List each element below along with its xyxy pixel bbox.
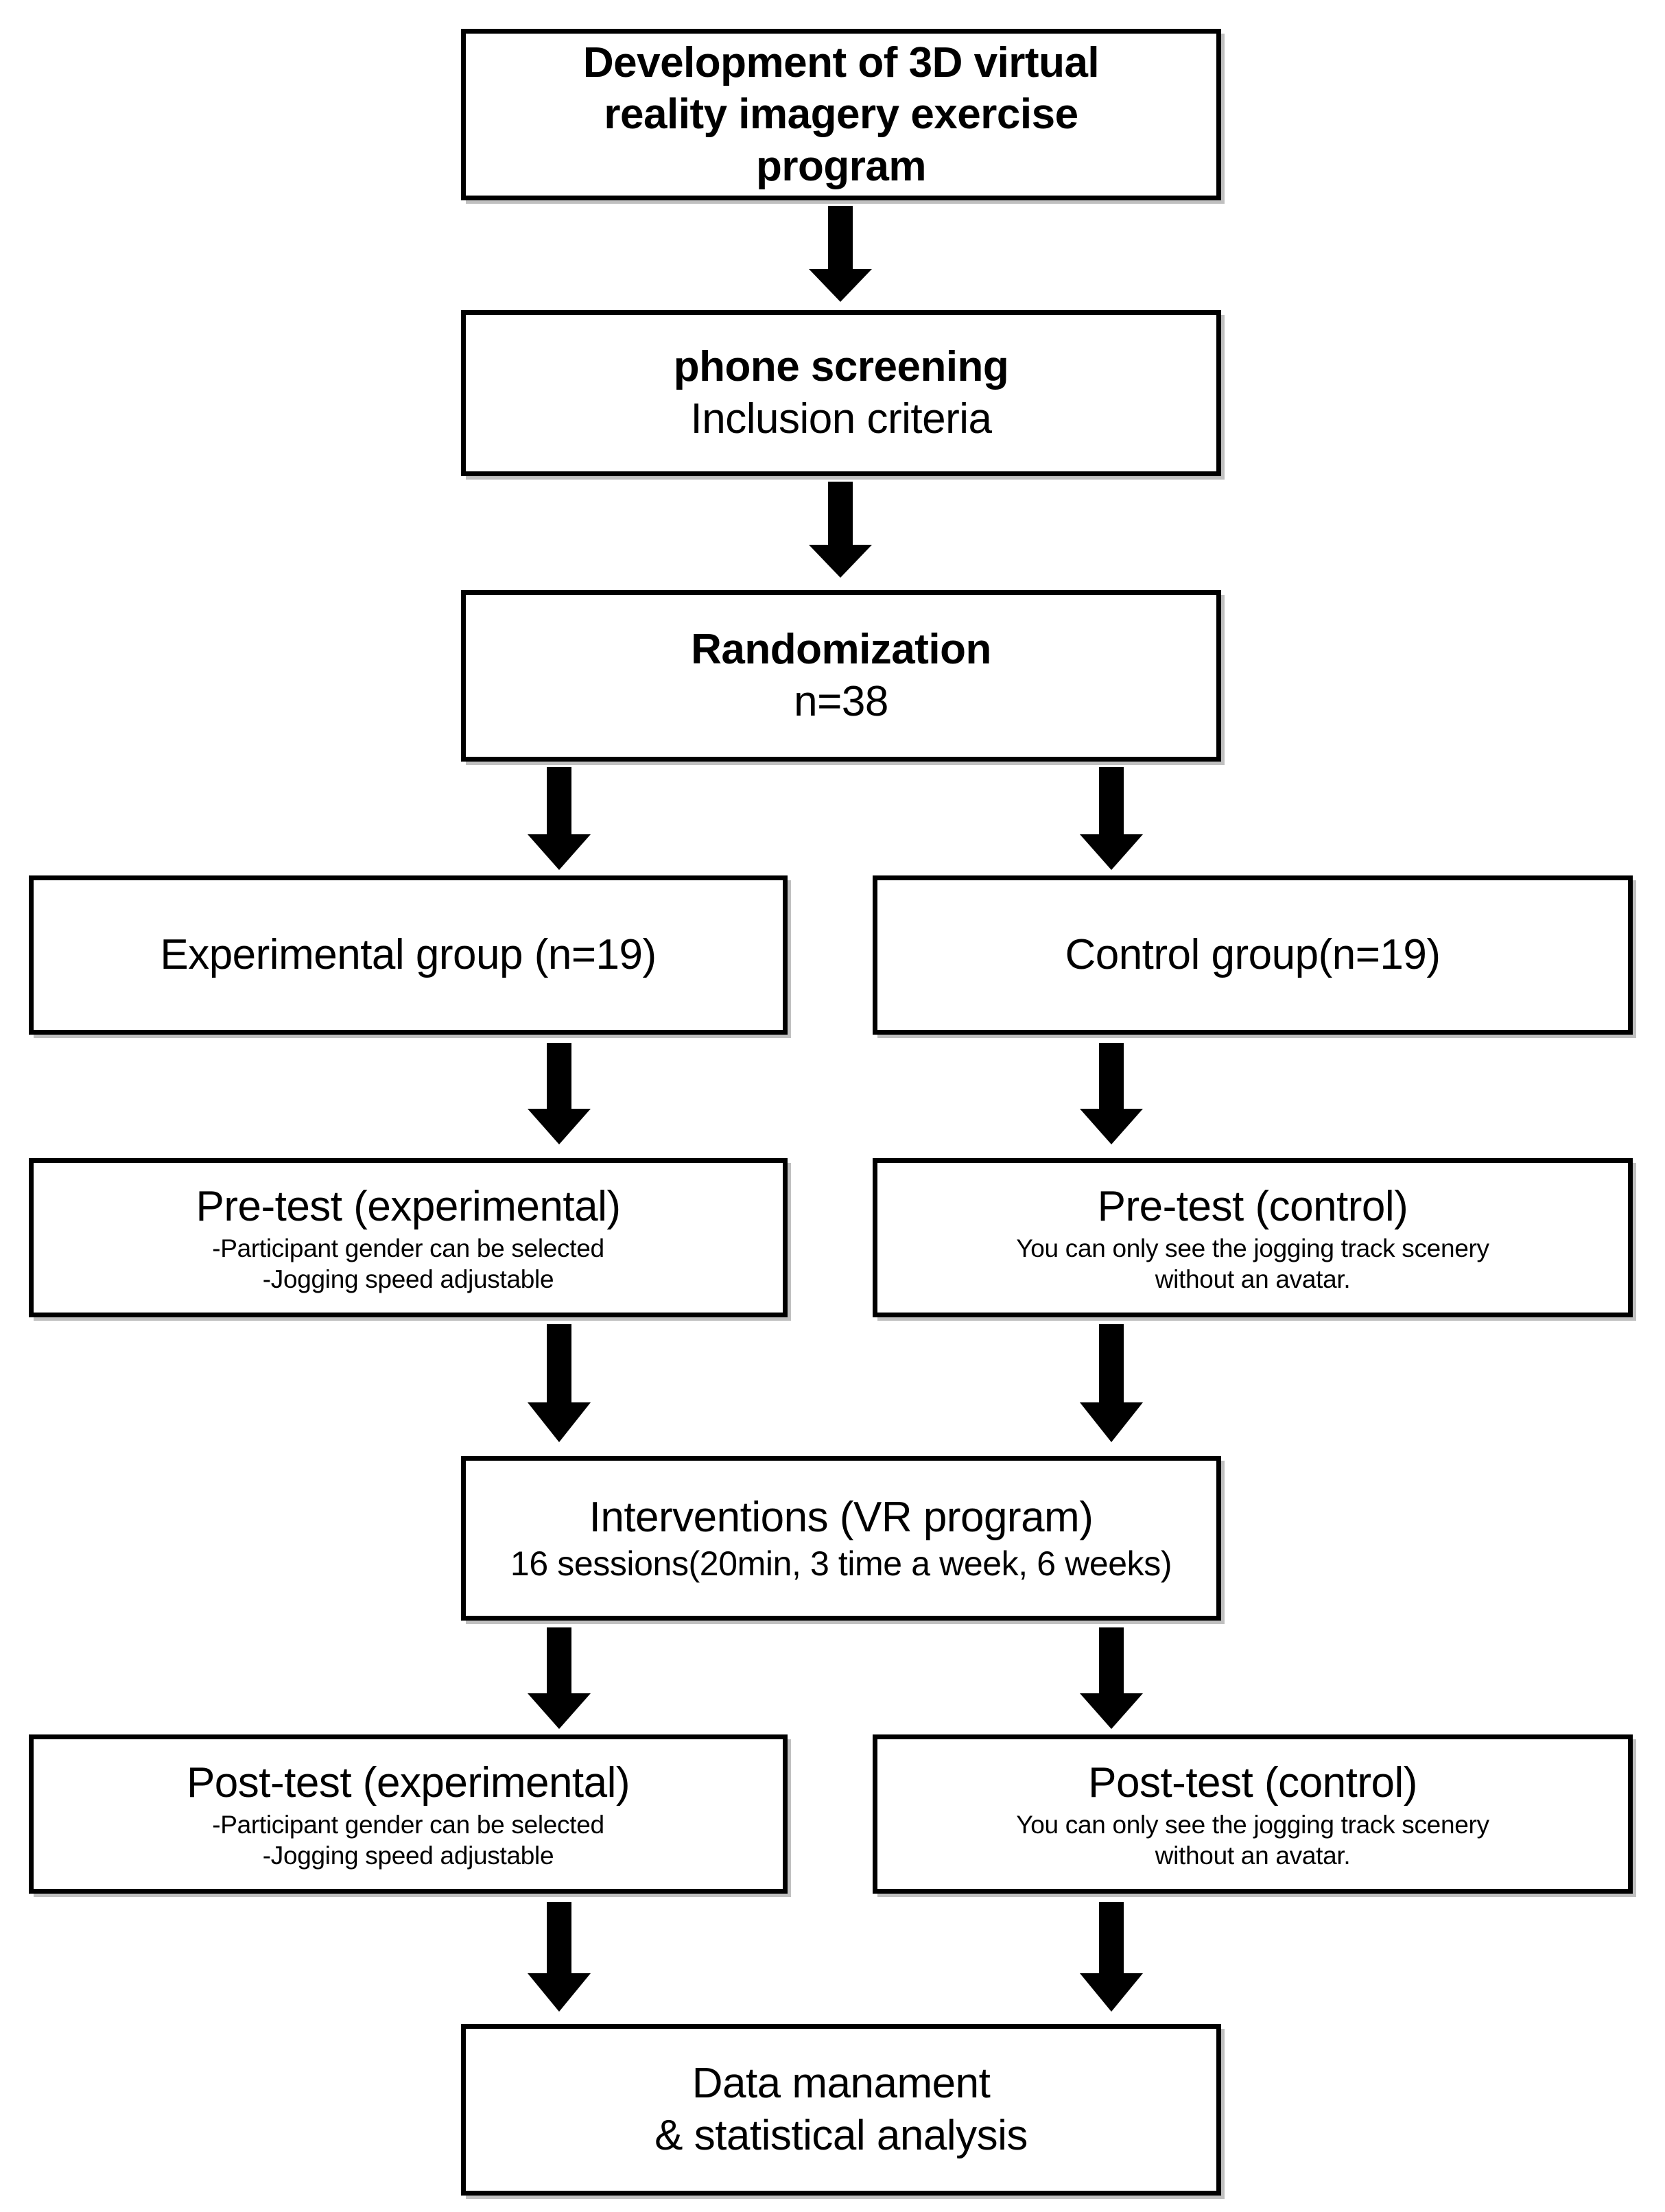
node-data-analysis: Data manament & statistical analysis [461,2024,1221,2196]
node-control-group-line-1: Control group(n=19) [1065,931,1441,979]
node-development-line-1: Development of 3D virtual [582,38,1100,86]
node-pretest-control-line-3: without an avatar. [1155,1264,1351,1293]
arrow-posttest-ctl-to-data [1077,1902,1146,2012]
arrow-randomization-to-control [1077,767,1146,870]
node-posttest-control-line-3: without an avatar. [1155,1841,1351,1870]
node-interventions-line-2: 16 sessions(20min, 3 time a week, 6 week… [510,1544,1172,1584]
arrow-development-to-screening [806,206,875,302]
arrow-control-to-pretest [1077,1043,1146,1144]
node-pretest-control-line-1: Pre-test (control) [1097,1183,1408,1231]
node-pretest-experimental-line-2: -Participant gender can be selected [212,1234,604,1262]
arrow-interventions-to-posttest-ctl [1077,1627,1146,1729]
node-data-analysis-line-2: & statistical analysis [654,2112,1028,2159]
node-posttest-control-line-1: Post-test (control) [1088,1759,1417,1807]
node-phone-screening-line-2: Inclusion criteria [690,395,992,443]
node-randomization-line-1: Randomization [691,626,991,674]
node-phone-screening: phone screening Inclusion criteria [461,310,1221,476]
node-data-analysis-line-1: Data manament [692,2060,991,2108]
node-posttest-experimental-line-2: -Participant gender can be selected [212,1810,604,1839]
node-phone-screening-line-1: phone screening [673,343,1009,391]
node-pretest-control: Pre-test (control) You can only see the … [873,1158,1633,1317]
node-interventions: Interventions (VR program) 16 sessions(2… [461,1456,1221,1621]
arrow-posttest-exp-to-data [525,1902,593,2012]
node-development-line-3: program [756,142,926,190]
node-pretest-experimental-line-1: Pre-test (experimental) [196,1183,621,1231]
arrow-screening-to-randomization [806,482,875,578]
arrow-interventions-to-posttest-exp [525,1627,593,1729]
node-experimental-group: Experimental group (n=19) [29,875,788,1035]
node-pretest-experimental: Pre-test (experimental) -Participant gen… [29,1158,788,1317]
node-experimental-group-line-1: Experimental group (n=19) [160,931,657,979]
node-development-line-2: reality imagery exercise [604,91,1078,139]
node-posttest-experimental: Post-test (experimental) -Participant ge… [29,1734,788,1894]
node-control-group: Control group(n=19) [873,875,1633,1035]
node-posttest-experimental-line-1: Post-test (experimental) [186,1759,630,1807]
arrow-pretest-exp-to-interventions [525,1324,593,1442]
arrow-pretest-ctl-to-interventions [1077,1324,1146,1442]
node-posttest-experimental-line-3: -Jogging speed adjustable [262,1841,554,1870]
arrow-randomization-to-experimental [525,767,593,870]
arrow-experimental-to-pretest [525,1043,593,1144]
node-development: Development of 3D virtual reality imager… [461,29,1221,200]
node-posttest-control-line-2: You can only see the jogging track scene… [1016,1810,1489,1839]
node-posttest-control: Post-test (control) You can only see the… [873,1734,1633,1894]
node-pretest-control-line-2: You can only see the jogging track scene… [1016,1234,1489,1262]
node-randomization-line-2: n=38 [794,678,888,725]
node-interventions-line-1: Interventions (VR program) [589,1493,1094,1541]
node-pretest-experimental-line-3: -Jogging speed adjustable [262,1264,554,1293]
node-randomization: Randomization n=38 [461,590,1221,762]
